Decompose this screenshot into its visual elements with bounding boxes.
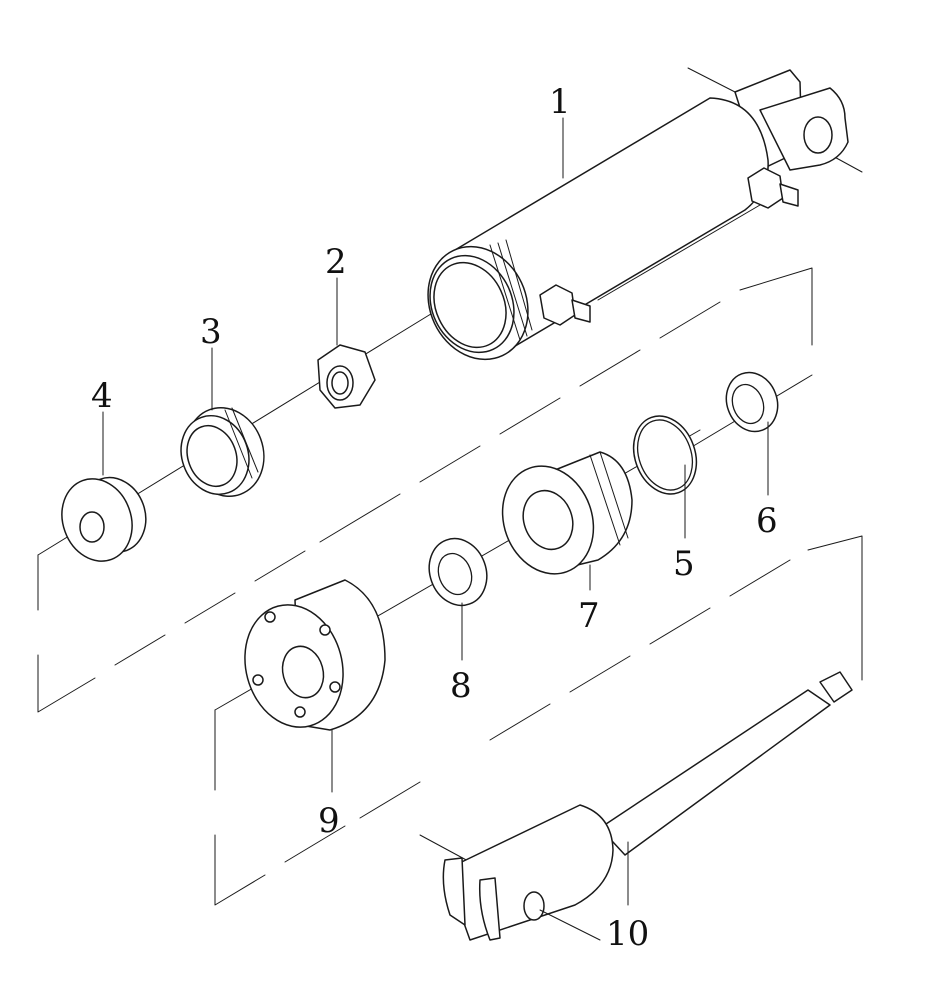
piston-rod — [442, 671, 853, 941]
o-ring — [632, 415, 698, 495]
callout-leaders — [102, 117, 769, 906]
gland-ring — [180, 407, 265, 497]
cylinder-barrel — [427, 69, 849, 361]
callout-labels: 1 2 3 4 5 6 7 8 9 10 — [91, 82, 778, 954]
callout-10: 10 — [606, 914, 649, 954]
small-washer — [725, 371, 779, 433]
hex-nut — [317, 344, 376, 409]
end-cap — [244, 579, 386, 731]
callout-1: 1 — [549, 82, 571, 122]
callout-9: 9 — [318, 801, 340, 841]
callout-8: 8 — [450, 666, 472, 706]
callout-7: 7 — [578, 596, 600, 636]
piston — [501, 451, 633, 575]
callout-4: 4 — [91, 376, 113, 416]
callout-6: 6 — [756, 501, 778, 541]
piston-washer — [428, 537, 488, 607]
callout-5: 5 — [673, 544, 695, 584]
end-seal — [61, 476, 147, 562]
callout-3: 3 — [200, 312, 222, 352]
callout-2: 2 — [325, 242, 347, 282]
